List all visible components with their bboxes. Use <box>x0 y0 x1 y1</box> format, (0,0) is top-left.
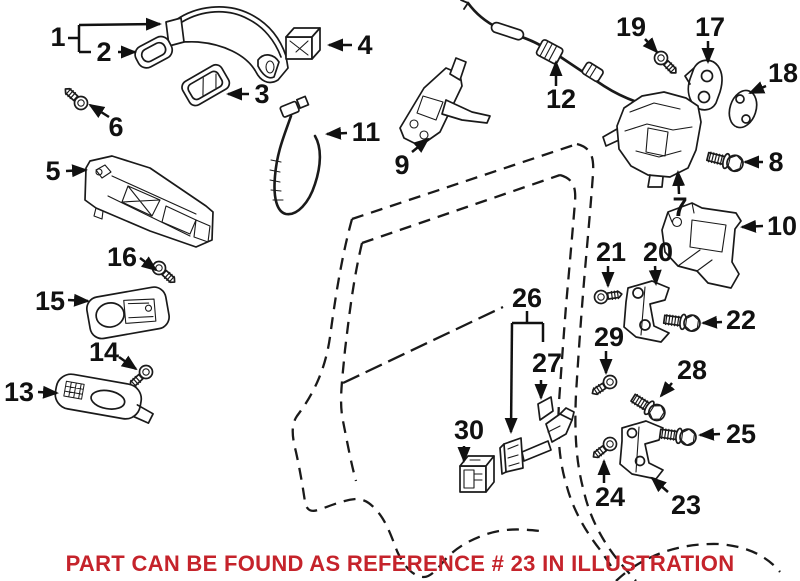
callout-number-24: 24 <box>595 482 625 512</box>
callout-arrow <box>411 137 430 153</box>
part-26-door-check <box>499 407 575 475</box>
callout-number-25: 25 <box>726 419 756 449</box>
callout-number-10: 10 <box>767 211 797 241</box>
callout-number-26: 26 <box>512 283 542 313</box>
part-15-handle-bezel <box>85 286 170 340</box>
callout-number-20: 20 <box>643 237 673 267</box>
part-11-lock-cable <box>269 95 322 216</box>
callout-arrow <box>88 103 110 119</box>
callout-number-9: 9 <box>394 150 409 180</box>
part-16-screw <box>148 257 180 288</box>
callout-number-14: 14 <box>89 337 119 367</box>
part-27-wedge-clip <box>537 396 554 421</box>
callout-number-28: 28 <box>677 355 707 385</box>
callout-number-12: 12 <box>546 84 576 114</box>
callout-number-2: 2 <box>96 37 111 67</box>
callout-number-4: 4 <box>357 30 372 60</box>
callout-arrow <box>648 265 662 286</box>
part-24-screw <box>588 434 620 463</box>
part-30-connector <box>459 455 495 493</box>
part-18-shim <box>728 89 758 129</box>
part-3-trim-plate <box>181 63 231 107</box>
callout-number-16: 16 <box>107 242 137 272</box>
callout-number-11: 11 <box>352 117 381 147</box>
part-5-handle-carrier <box>84 155 214 248</box>
part-4-end-cap <box>285 27 321 60</box>
callout-number-29: 29 <box>594 322 624 352</box>
part-10-latch-bracket <box>661 202 742 289</box>
part-6-screw <box>60 83 92 114</box>
callout-number-7: 7 <box>672 192 687 222</box>
callout-arrow <box>650 476 669 493</box>
callout-number-27: 27 <box>532 348 562 378</box>
callout-arrow <box>504 322 518 434</box>
callout-number-8: 8 <box>768 147 783 177</box>
part-2-gasket <box>134 35 174 69</box>
part-1-exterior-handle <box>165 6 289 84</box>
callout-number-3: 3 <box>254 79 269 109</box>
part-12-release-cable <box>460 0 645 106</box>
part-9-guide-bracket <box>399 57 491 147</box>
callout-number-21: 21 <box>596 237 626 267</box>
part-23-lower-hinge <box>619 420 664 480</box>
callout-number-17: 17 <box>695 12 725 42</box>
callout-arrow <box>65 164 88 178</box>
part-21-screw <box>592 286 624 306</box>
part-19-screw <box>650 47 682 79</box>
callout-arrow <box>78 17 162 31</box>
callout-arrow <box>37 385 59 399</box>
part-29-screw <box>587 372 620 400</box>
callout-number-22: 22 <box>726 305 756 335</box>
callout-number-1: 1 <box>50 22 65 52</box>
callout-arrow <box>118 355 138 371</box>
part-7-door-latch <box>602 91 702 188</box>
callout-arrow <box>139 256 158 272</box>
callout-number-15: 15 <box>35 286 65 316</box>
callout-number-18: 18 <box>768 58 798 88</box>
callout-number-23: 23 <box>671 490 701 520</box>
door-panel-outline <box>291 142 781 581</box>
reference-caption: PART CAN BE FOUND AS REFERENCE # 23 IN I… <box>65 551 735 576</box>
part-8-bolt <box>705 147 746 174</box>
callout-arrow <box>748 81 767 95</box>
callout-arrow <box>642 37 659 54</box>
callout-arrow <box>698 427 721 441</box>
callout-arrow <box>672 170 686 195</box>
callout-number-30: 30 <box>454 415 484 445</box>
callout-number-13: 13 <box>4 377 34 407</box>
callout-arrow <box>740 219 764 233</box>
callout-number-5: 5 <box>45 156 60 186</box>
part-25-bolt <box>658 424 698 448</box>
callout-arrow <box>701 315 723 329</box>
callout-arrow <box>67 293 90 307</box>
part-22-bolt <box>662 310 702 334</box>
callout-arrow <box>659 381 676 398</box>
callout-arrow <box>325 126 348 140</box>
callout-number-6: 6 <box>108 112 123 142</box>
part-20-upper-hinge <box>623 280 670 343</box>
callout-number-19: 19 <box>616 12 646 42</box>
